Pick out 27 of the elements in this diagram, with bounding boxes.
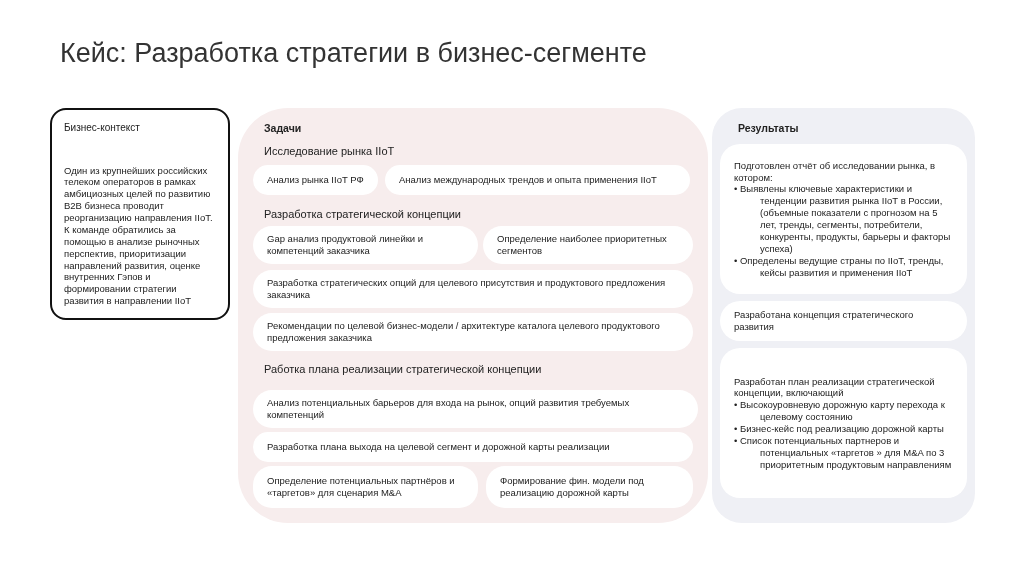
context-card bbox=[50, 108, 230, 320]
body-text: Подготовлен отчёт об исследовании рынка, в котором: bbox=[734, 159, 937, 184]
bullet-item: • Список потенциальных партнеров и потенциальных «таргетов » для M&A по 3 приоритетным продуктовым направлениям bbox=[734, 434, 953, 471]
task-pill: Определение наиболее приоритетных сегментов bbox=[483, 226, 693, 264]
task-pill: Разработка стратегических опций для целевого присутствия и продуктового предложения заказчика bbox=[253, 270, 693, 308]
bullet-item: • Бизнес-кейс под реализацию дорожной карты bbox=[734, 423, 945, 435]
body-text: Разработана концепция стратегического развития bbox=[734, 309, 915, 333]
body-text: Разработан план реализации стратегической концепции, включающий bbox=[734, 375, 936, 400]
bullet-item: • Высокоуровневую дорожную карту перехода к целевому состоянию bbox=[734, 399, 946, 423]
panel-heading: Результаты bbox=[738, 122, 799, 134]
task-pill: Определение потенциальных партнёров и «таргетов» для сценария M&A bbox=[253, 466, 478, 508]
task-pill: Анализ рынка IIoT РФ bbox=[253, 165, 378, 195]
task-pill: Рекомендации по целевой бизнес-модели / архитектуре каталога целевого продуктового предложения заказчика bbox=[253, 313, 693, 351]
task-pill: Gap анализ продуктовой линейки и компетенций заказчика bbox=[253, 226, 478, 264]
section-heading: Исследование рынка IIoT bbox=[264, 145, 395, 157]
task-pill: Анализ потенциальных барьеров для входа на рынок, опций развития требуемых компетенций bbox=[253, 390, 698, 428]
task-pill: Формирование фин. модели под реализацию дорожной карты bbox=[486, 466, 693, 508]
section-heading: Разработка стратегической концепции bbox=[264, 208, 461, 220]
card-heading: Бизнес-контекст bbox=[64, 122, 141, 135]
panel-heading: Задачи bbox=[264, 122, 302, 134]
section-heading: Работка плана реализации стратегической концепции bbox=[264, 363, 542, 375]
bullet-item: • Выявлены ключевые характеристики и тенденции развития рынка IIoT в России, (объемные показатели с прогнозом на 5 лет, тренды, сегменты, потребители, конкуренты, продукты, барьеры и факторы успеха) bbox=[734, 183, 952, 255]
task-pill: Анализ международных трендов и опыта применения IIoT bbox=[385, 165, 690, 195]
slide-title: Кейс: Разработка стратегии в бизнес-сегменте bbox=[60, 38, 647, 69]
bullet-item: • Определены ведущие страны по IIoT, тренды, кейсы развития и применения IIoT bbox=[734, 254, 945, 279]
task-pill: Разработка плана выхода на целевой сегмент и дорожной карты реализации bbox=[253, 432, 693, 462]
body-text: Один из крупнейших российских телеком операторов в рамках амбициозных целей по развитию B2B бизнеса проводит реорганизацию направления IIoT. К команде обратились за помощью в анализе рыночных перспектив, приоритизации направлений развития, оценке внутренних Гэпов и формировании стратегии развития в направлении IIoT bbox=[64, 164, 214, 307]
